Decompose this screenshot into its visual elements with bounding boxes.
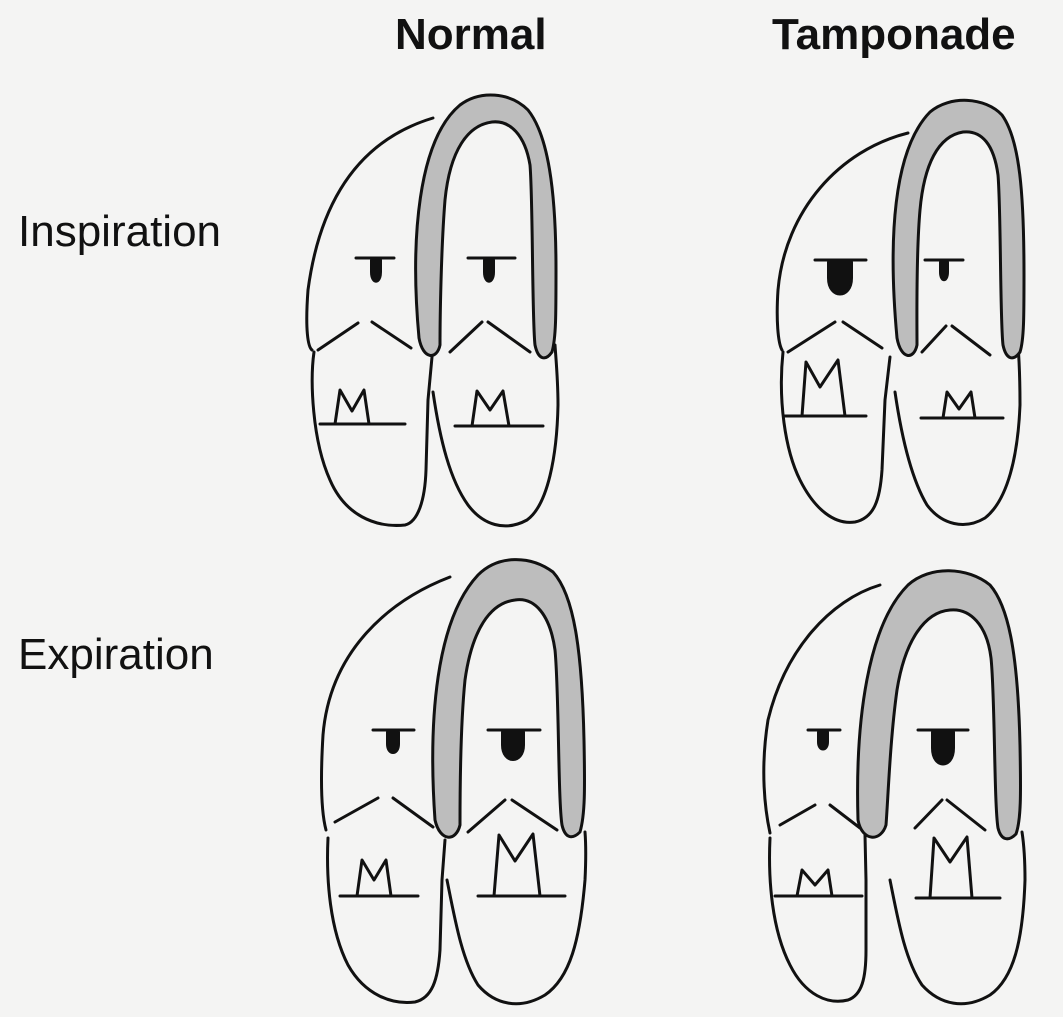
tricuspid-valve-mark bbox=[371, 260, 381, 282]
heart-inspiration-tamponade bbox=[777, 100, 1024, 524]
mitral-leaflet-left bbox=[915, 800, 942, 828]
tricuspid-leaflet-left bbox=[788, 322, 835, 352]
mitral-inflow-wave bbox=[921, 392, 1003, 418]
right-heart-outline bbox=[307, 118, 433, 525]
mitral-valve-mark bbox=[932, 732, 954, 765]
mitral-valve-mark bbox=[484, 260, 494, 282]
tricuspid-inflow-wave bbox=[340, 860, 418, 896]
tricuspid-leaflet-right bbox=[393, 798, 433, 827]
interventricular-septum bbox=[858, 571, 1021, 839]
tricuspid-leaflet-left bbox=[780, 805, 815, 825]
heart-expiration-normal bbox=[322, 560, 586, 1004]
tricuspid-valve-mark bbox=[818, 732, 828, 750]
mitral-valve-mark bbox=[502, 732, 524, 760]
tricuspid-inflow-wave bbox=[320, 390, 405, 424]
mitral-inflow-wave bbox=[478, 834, 565, 896]
mitral-leaflet-right bbox=[488, 322, 530, 352]
interventricular-septum bbox=[433, 560, 585, 838]
left-heart-outline bbox=[895, 345, 1020, 524]
tricuspid-valve-mark bbox=[387, 732, 399, 753]
tricuspid-inflow-wave bbox=[775, 870, 862, 896]
mitral-leaflet-right bbox=[947, 800, 985, 830]
left-heart-outline bbox=[433, 345, 558, 526]
mitral-valve-mark bbox=[940, 262, 948, 280]
tricuspid-leaflet-left bbox=[318, 323, 358, 350]
tricuspid-leaflet-left bbox=[335, 798, 378, 822]
mitral-leaflet-left bbox=[450, 322, 482, 352]
right-heart-outline bbox=[777, 133, 908, 522]
mitral-leaflet-right bbox=[952, 326, 990, 355]
mitral-leaflet-right bbox=[512, 800, 557, 830]
tricuspid-leaflet-right bbox=[830, 805, 860, 828]
interventricular-septum bbox=[893, 100, 1024, 358]
tricuspid-valve-mark bbox=[828, 262, 852, 295]
mitral-inflow-wave bbox=[916, 837, 1000, 898]
mitral-leaflet-left bbox=[922, 326, 946, 352]
interventricular-septum bbox=[416, 95, 556, 358]
right-heart-outline bbox=[322, 577, 450, 1003]
tricuspid-leaflet-right bbox=[843, 322, 882, 348]
tricuspid-leaflet-right bbox=[372, 322, 411, 348]
mitral-leaflet-left bbox=[468, 800, 505, 832]
heart-inspiration-normal bbox=[307, 95, 558, 526]
tricuspid-inflow-wave bbox=[785, 360, 866, 416]
left-heart-outline bbox=[890, 832, 1025, 1004]
heart-expiration-tamponade bbox=[764, 571, 1025, 1004]
mitral-inflow-wave bbox=[455, 391, 543, 426]
